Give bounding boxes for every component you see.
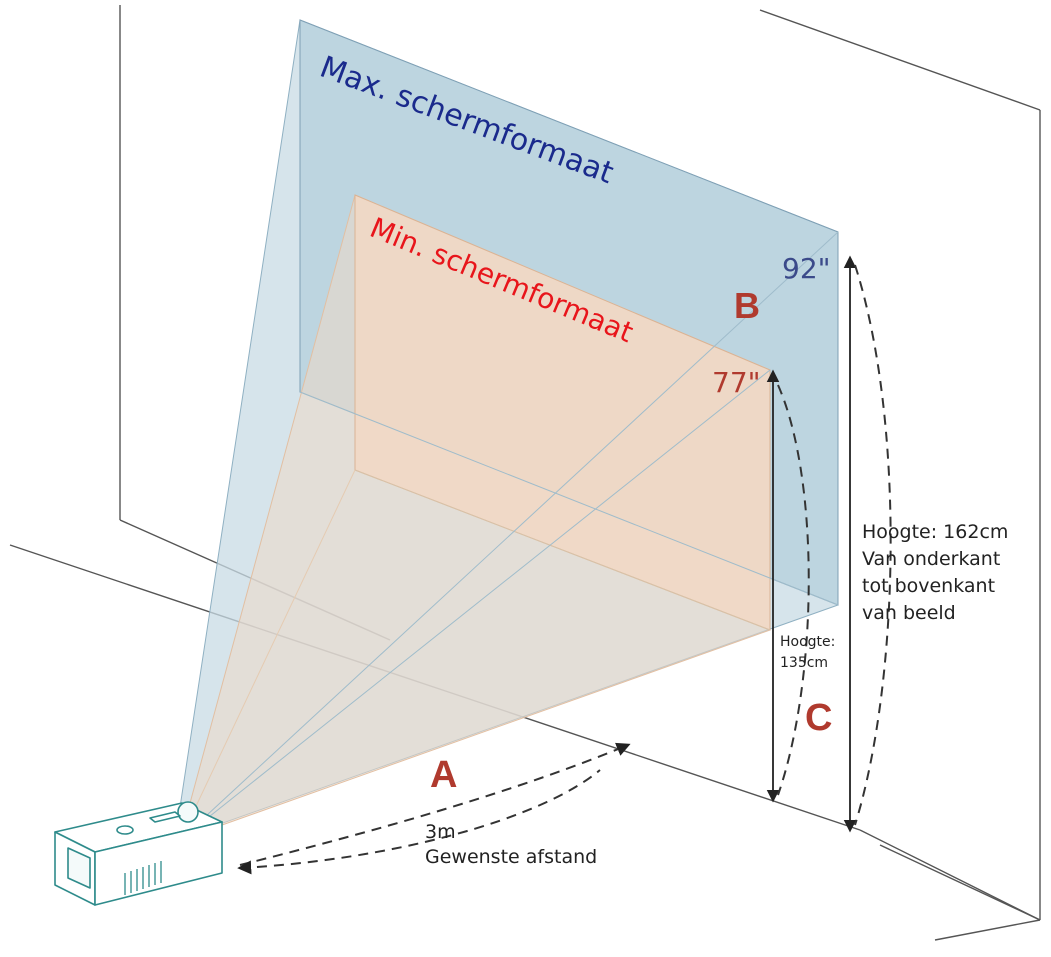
distance-curve-lower — [237, 769, 601, 875]
height-arrows — [766, 255, 857, 833]
dashed-curves — [237, 264, 892, 875]
distance-label: 3m Gewenste afstand — [425, 821, 597, 868]
tall-height-line-3: tot bovenkant — [862, 575, 995, 597]
short-height-label: Hoogte: 135cm — [780, 634, 840, 671]
distance-curve-upper — [239, 742, 631, 866]
tall-height-line-4: van beeld — [862, 602, 956, 624]
letter-b: B — [734, 285, 760, 326]
projector-icon — [54, 801, 223, 906]
short-height-curve — [777, 384, 810, 796]
short-height-line-2: 135cm — [780, 655, 828, 671]
short-height-line-1: Hoogte: — [780, 634, 835, 650]
projection-guide-lines — [179, 231, 839, 841]
max-size-label: 92" — [782, 252, 831, 285]
distance-caption: Gewenste afstand — [425, 846, 597, 868]
distance-value: 3m — [425, 821, 456, 843]
tall-height-line-2: Van onderkant — [862, 548, 1000, 570]
letter-c: C — [805, 697, 832, 739]
tall-height-line-1: Hoogte: 162cm — [862, 521, 1008, 543]
min-screen-projection — [179, 194, 771, 841]
letter-a: A — [430, 754, 457, 796]
tall-height-curve — [854, 264, 892, 826]
min-size-label: 77" — [712, 366, 761, 399]
tall-height-label: Hoogte: 162cm Van onderkant tot bovenkan… — [862, 521, 1014, 624]
